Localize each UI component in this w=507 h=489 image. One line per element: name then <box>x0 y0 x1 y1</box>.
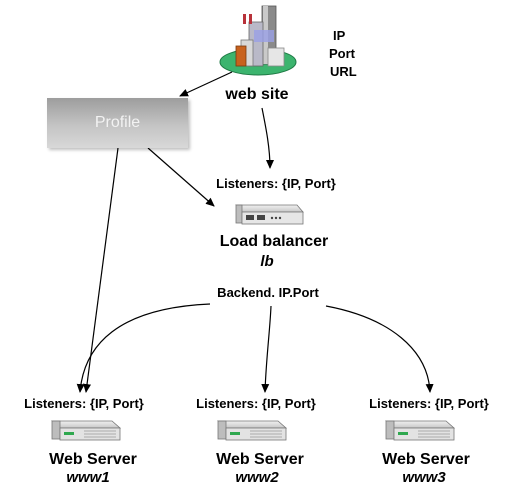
website-attribute-port: Port <box>329 46 355 61</box>
lb-id-label: lb <box>260 253 274 270</box>
server-listeners-label: Listeners: {IP, Port} <box>24 396 144 411</box>
server-id-label: www3 <box>402 469 446 486</box>
profile-label: Profile <box>94 114 141 131</box>
server-listeners-label: Listeners: {IP, Port} <box>196 396 316 411</box>
server-name-label: Web Server <box>216 451 304 468</box>
server-name-label: Web Server <box>49 451 137 468</box>
web-server-icon <box>384 420 456 441</box>
server-id-label: www2 <box>235 469 279 486</box>
server-listeners-label: Listeners: {IP, Port} <box>369 396 489 411</box>
server-id-label: www1 <box>66 469 110 486</box>
lb-name-label: Load balancer <box>219 233 329 250</box>
arrow-website-to-profile <box>179 71 233 97</box>
website-attribute-url: URL <box>330 64 357 79</box>
arrow-lb-to-www2 <box>261 305 272 393</box>
lb-backend-label: Backend. IP.Port <box>217 285 319 300</box>
web-server-icon <box>50 420 122 441</box>
arrow-profile-to-www1 <box>83 147 119 393</box>
arrow-lb-to-www1 <box>76 303 211 393</box>
website-icon <box>219 5 297 76</box>
profile-box: Profile <box>47 98 188 148</box>
server-name-label: Web Server <box>382 451 470 468</box>
load-balancer-icon <box>235 204 304 225</box>
website-attribute-ip: IP <box>333 28 346 43</box>
arrow-lb-to-www3 <box>325 305 434 393</box>
web-server-icon <box>216 420 288 441</box>
arrow-profile-to-lb <box>147 147 215 207</box>
arrow-website-to-lb <box>261 107 274 169</box>
lb-listeners-label: Listeners: {IP, Port} <box>216 176 336 191</box>
website-label: web site <box>225 86 289 103</box>
